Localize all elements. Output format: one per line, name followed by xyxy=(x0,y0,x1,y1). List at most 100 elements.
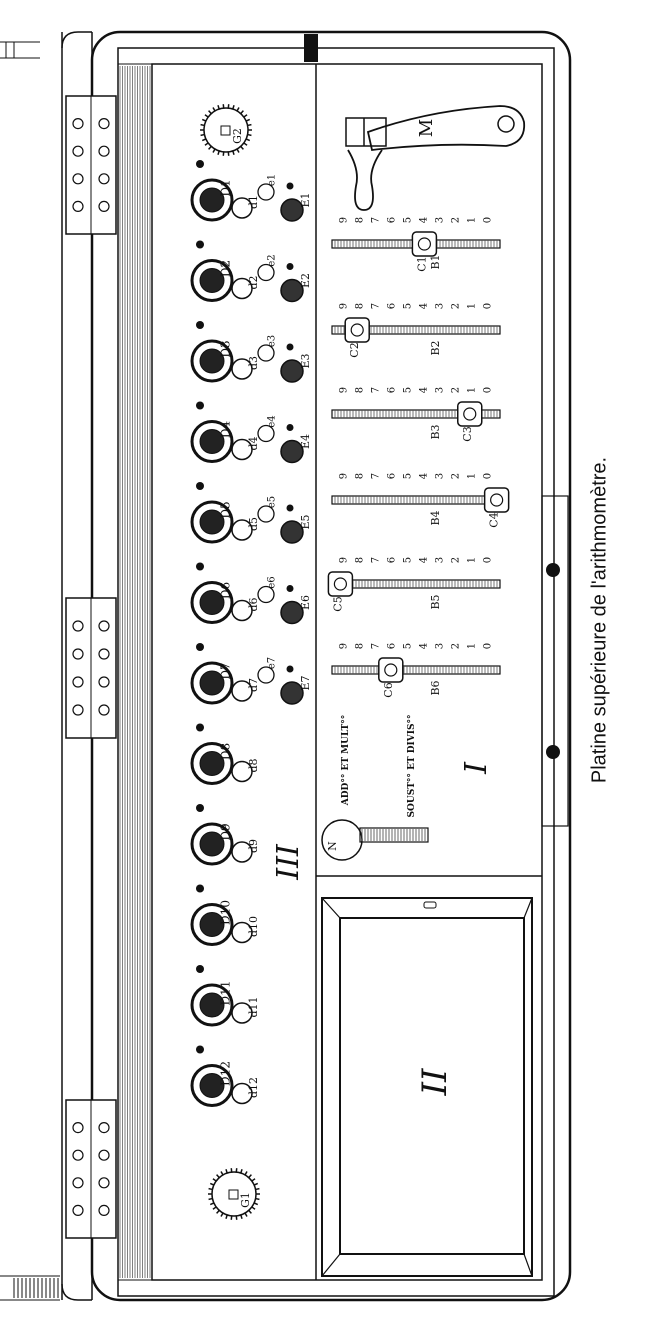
small-dial-label-d8: d8 xyxy=(247,758,260,772)
small-dial-label-d5: d5 xyxy=(247,517,260,531)
crank-label: M xyxy=(416,119,437,137)
small-dial-label-d3: d3 xyxy=(247,356,260,370)
slider-digit: 5 xyxy=(403,217,414,223)
mode-label-sub: SOUST°° ET DIVIS°° xyxy=(407,715,417,818)
slider-digit: 2 xyxy=(451,557,462,563)
slider-cursor-hole xyxy=(491,494,503,506)
slider-label-B5: B5 xyxy=(429,594,442,609)
E-dial-label-E7: E7 xyxy=(299,675,312,690)
slider-digit: 3 xyxy=(435,557,446,563)
knob-label-G2: G2 xyxy=(231,128,244,144)
dial-dot xyxy=(196,160,204,168)
slider-digit: 3 xyxy=(435,643,446,649)
slider-digit: 2 xyxy=(451,387,462,393)
roman-numeral-I: I xyxy=(459,761,494,775)
dial-label-D9: D9 xyxy=(219,823,233,840)
slider-digit: 5 xyxy=(403,387,414,393)
mode-switch xyxy=(322,820,428,860)
slider-digit: 7 xyxy=(371,643,382,649)
slider-digit: 5 xyxy=(403,643,414,649)
dial-dot xyxy=(196,482,204,490)
slider-digit: 9 xyxy=(339,387,350,393)
window-bevel xyxy=(524,898,532,918)
slider-digit: 1 xyxy=(467,557,478,563)
striped-bar xyxy=(118,64,152,1280)
rail-cap-bottom xyxy=(62,1284,92,1300)
dial-label-D2: D2 xyxy=(219,260,233,277)
small-dial-label-d6: d6 xyxy=(247,597,260,611)
E-dial-label-E6: E6 xyxy=(299,595,312,610)
rail-cap-top xyxy=(62,32,92,48)
small-dial-label-d4: d4 xyxy=(247,436,260,450)
figure-caption: Platine supérieure de l'arithmomètre. xyxy=(589,457,612,783)
result-dials: D1d1e1E1D2d2e2E2D3d3e3E3D4d4e4E4D5d5e5E5… xyxy=(192,104,312,1220)
E-dial-dot xyxy=(287,344,294,351)
E-dial-label-E2: E2 xyxy=(299,273,312,288)
e-dial-label-e3: e3 xyxy=(267,335,278,347)
slider-label-B2: B2 xyxy=(429,340,442,355)
slider-cursor-label-C6: C6 xyxy=(382,682,395,697)
side-tab-dot xyxy=(546,745,560,759)
slider-digit: 8 xyxy=(355,387,366,393)
mode-label-n: N xyxy=(326,841,339,851)
dial-dot xyxy=(196,724,204,732)
dial-label-D3: D3 xyxy=(219,340,233,357)
top-bracket xyxy=(304,34,318,62)
slider-label-B6: B6 xyxy=(429,680,442,695)
e-dial-label-e1: e1 xyxy=(267,174,278,186)
slider-digit: 0 xyxy=(483,557,494,563)
slider-digit: 0 xyxy=(483,303,494,309)
slider-digit: 7 xyxy=(371,473,382,479)
dial-dot xyxy=(196,321,204,329)
dial-dot xyxy=(196,643,204,651)
slider-cursor-hole xyxy=(334,578,346,590)
slider-digit: 0 xyxy=(483,473,494,479)
E-dial-dot xyxy=(287,263,294,270)
slider-label-B3: B3 xyxy=(429,424,442,439)
dial-label-D12: D12 xyxy=(219,1061,233,1086)
dial-dot xyxy=(196,402,204,410)
e-dial-label-e7: e7 xyxy=(267,657,278,669)
small-dial-label-d12: d12 xyxy=(247,1077,260,1098)
e-dial-label-e4: e4 xyxy=(267,415,278,427)
slider-label-B1: B1 xyxy=(429,254,442,269)
slider-digit: 0 xyxy=(483,387,494,393)
slider-digit: 3 xyxy=(435,217,446,223)
E-dial-label-E1: E1 xyxy=(299,192,312,207)
slider-cursor-hole xyxy=(464,408,476,420)
dial-label-D1: D1 xyxy=(219,179,233,196)
slider-digit: 2 xyxy=(451,303,462,309)
dial-dot xyxy=(196,804,204,812)
slider-digit: 4 xyxy=(419,473,430,479)
slider-digit: 4 xyxy=(419,387,430,393)
E-dial-dot xyxy=(287,585,294,592)
top-edge-strip xyxy=(0,42,40,58)
mode-label-add: ADD°° ET MULT°° xyxy=(341,715,351,807)
slider-digit: 9 xyxy=(339,643,350,649)
slider-digit: 5 xyxy=(403,473,414,479)
roman-numeral-III: III xyxy=(271,843,306,881)
slider-digit: 6 xyxy=(387,303,398,309)
side-tab xyxy=(542,496,568,826)
knob-label-G1: G1 xyxy=(239,1192,252,1208)
E-dial-label-E5: E5 xyxy=(299,514,312,529)
roman-numeral-II: II xyxy=(415,1068,455,1096)
small-dial-label-d10: d10 xyxy=(247,916,260,937)
slider-digit: 8 xyxy=(355,473,366,479)
slider-digit: 4 xyxy=(419,557,430,563)
slider-digit: 6 xyxy=(387,217,398,223)
small-dial-label-d1: d1 xyxy=(247,195,260,209)
dial-label-D8: D8 xyxy=(219,743,233,760)
dial-label-D10: D10 xyxy=(219,900,233,925)
slider-digit: 2 xyxy=(451,643,462,649)
window-latch xyxy=(424,902,436,908)
window-bevel xyxy=(524,1254,532,1276)
dial-dot xyxy=(196,965,204,973)
slider-digit: 9 xyxy=(339,473,350,479)
window-bevel xyxy=(322,1254,340,1276)
slider-digit: 0 xyxy=(483,643,494,649)
slider-digit: 4 xyxy=(419,217,430,223)
slider-digit: 1 xyxy=(467,303,478,309)
